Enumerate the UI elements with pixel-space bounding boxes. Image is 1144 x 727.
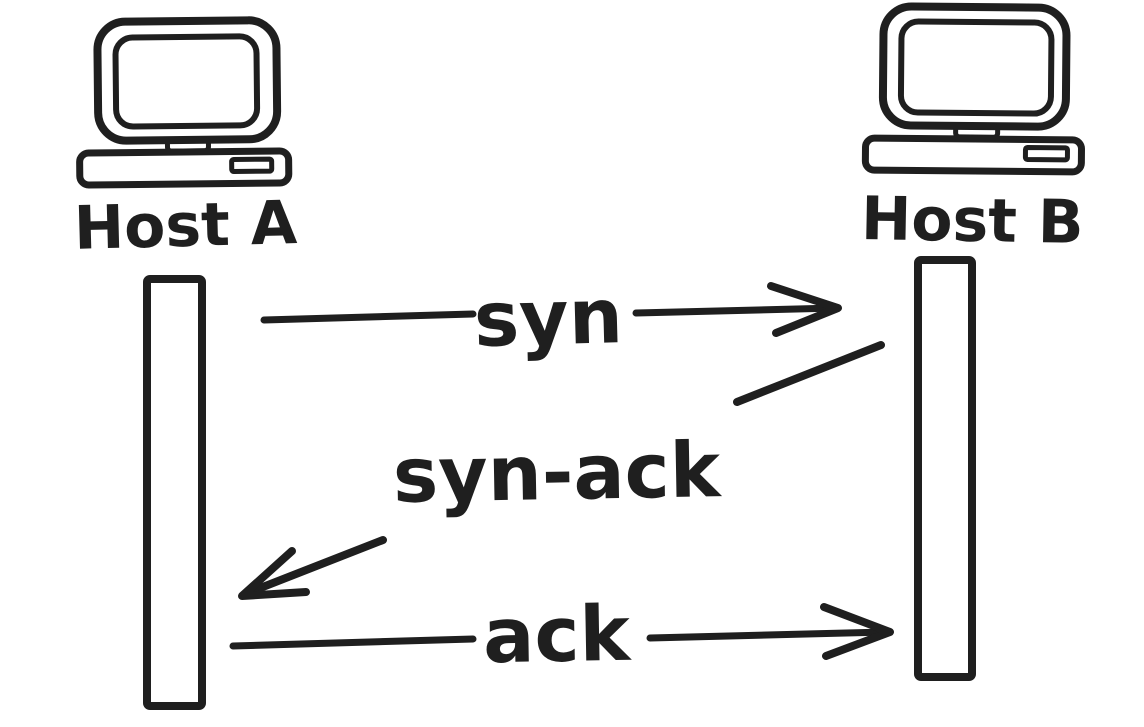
message-syn: syn xyxy=(260,271,842,364)
message-ack: ack xyxy=(229,589,894,681)
host-b-lifeline xyxy=(914,256,976,681)
host-a-lifeline xyxy=(143,275,206,710)
message-syn-ack: syn-ack xyxy=(238,341,885,600)
host-b: Host B xyxy=(861,2,1085,681)
syn-ack-line-upper xyxy=(733,341,885,406)
syn-arrowhead-right-icon xyxy=(767,282,842,337)
computer-base xyxy=(76,147,293,189)
host-a: Host A xyxy=(73,16,298,710)
syn-line-right xyxy=(632,304,840,317)
computer-icon xyxy=(76,16,293,189)
syn-ack-line-lower xyxy=(241,536,387,598)
syn-ack-label: syn-ack xyxy=(392,425,722,520)
base-slot xyxy=(229,156,275,174)
monitor-screen xyxy=(897,18,1055,117)
host-a-label: Host A xyxy=(73,188,298,264)
computer-base xyxy=(861,134,1085,176)
host-b-label: Host B xyxy=(861,184,1085,258)
monitor-screen xyxy=(112,33,261,130)
ack-line-right xyxy=(646,628,890,642)
ack-arrowhead-right-icon xyxy=(820,603,894,660)
computer-icon xyxy=(861,2,1085,176)
ack-label: ack xyxy=(482,589,632,681)
ack-line-left xyxy=(229,635,477,650)
syn-line-left xyxy=(260,310,477,324)
syn-label: syn xyxy=(473,271,624,364)
base-slot xyxy=(1022,145,1070,163)
syn-ack-arrowhead-left-icon xyxy=(238,547,310,600)
